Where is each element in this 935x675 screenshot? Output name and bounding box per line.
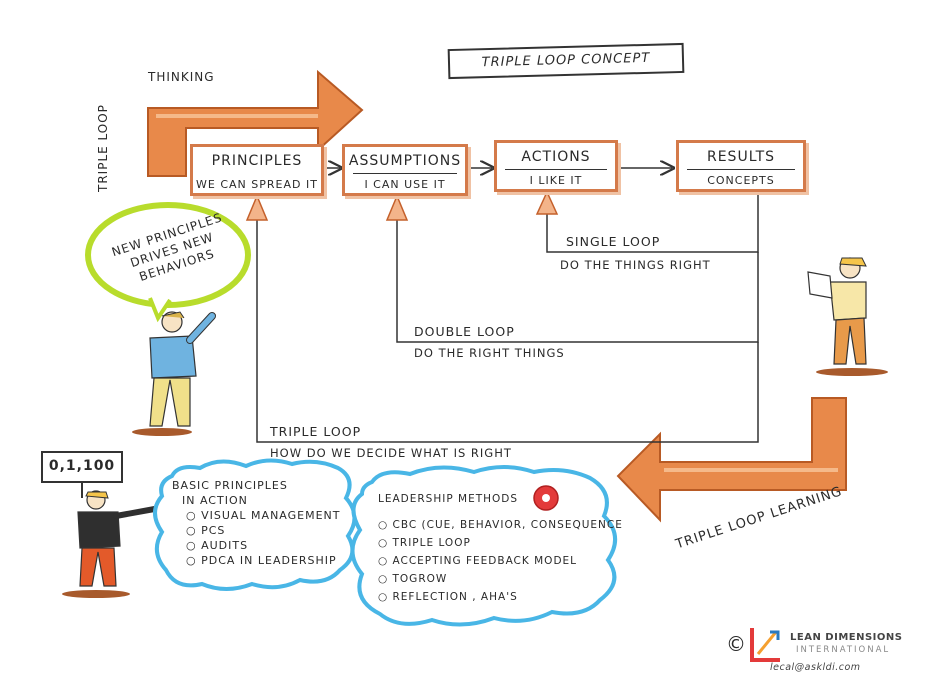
results-subtitle: CONCEPTS — [707, 174, 775, 187]
assumptions-subtitle: I CAN USE IT — [364, 178, 446, 191]
basic-principles-item: PDCA IN LEADERSHIP — [201, 554, 337, 567]
double-loop-subtitle: DO THE RIGHT THINGS — [414, 346, 565, 360]
actions-box: ACTIONS I LIKE IT — [494, 140, 618, 192]
thinking-label: THINKING — [148, 70, 215, 84]
basic-principles-heading: BASIC PRINCIPLES — [172, 479, 288, 492]
triple-loop-learning-arrow — [616, 397, 847, 523]
sign-text: 0,1,100 — [48, 458, 116, 474]
leadership-method-item: TRIPLE LOOP — [392, 537, 471, 549]
company-email: lecal@askldi.com — [770, 662, 861, 673]
leadership-method-item: ACCEPTING FEEDBACK MODEL — [392, 555, 578, 567]
triple-loop-subtitle: HOW DO WE DECIDE WHAT IS RIGHT — [270, 446, 512, 460]
triple-loop-side-label: TRIPLE LOOP — [96, 104, 110, 192]
basic-principles-cloud — [153, 458, 357, 591]
gear-icon — [533, 485, 559, 511]
single-loop-title: SINGLE LOOP — [566, 234, 661, 249]
double-loop-title: DOUBLE LOOP — [414, 324, 515, 339]
basic-principles-heading: IN ACTION — [182, 494, 248, 507]
leadership-method-item: REFLECTION , AHA'S — [392, 591, 518, 603]
triangle-marker — [245, 194, 269, 221]
assumptions-box: ASSUMPTIONS I CAN USE IT — [342, 144, 468, 196]
leadership-methods-heading: LEADERSHIP METHODS — [378, 493, 519, 505]
principles-box: PRINCIPLES WE CAN SPREAD IT — [190, 144, 324, 196]
person-pointing-figure — [132, 311, 216, 436]
triangle-marker — [535, 190, 559, 215]
basic-principles-item: PCS — [201, 524, 226, 537]
company-subname: INTERNATIONAL — [796, 645, 891, 655]
results-title: RESULTS — [706, 149, 776, 165]
single-loop-subtitle: DO THE THINGS RIGHT — [560, 258, 711, 272]
principles-title: PRINCIPLES — [211, 153, 303, 169]
basic-principles-content: BASIC PRINCIPLES IN ACTION ○ VISUAL MANA… — [172, 479, 341, 567]
loop-lines — [256, 192, 759, 443]
results-box: RESULTS CONCEPTS — [676, 140, 806, 192]
assumptions-title: ASSUMPTIONS — [348, 153, 462, 169]
leadership-method-item: CBC (CUE, BEHAVIOR, CONSEQUENCE — [392, 519, 623, 531]
person-with-sign-figure — [41, 451, 163, 598]
basic-principles-item: AUDITS — [201, 539, 249, 552]
basic-principles-item: VISUAL MANAGEMENT — [201, 509, 341, 522]
leadership-method-item: TOGROW — [392, 573, 448, 585]
copyright-symbol: © — [726, 632, 746, 656]
diagram-title: TRIPLE LOOP CONCEPT — [481, 50, 651, 71]
company-name: LEAN DIMENSIONS — [790, 632, 903, 643]
actions-title: ACTIONS — [521, 149, 591, 165]
diagram-title-box: TRIPLE LOOP CONCEPT — [447, 42, 685, 80]
company-logo-icon — [750, 628, 780, 662]
triple-loop-title: TRIPLE LOOP — [270, 424, 362, 439]
triple-loop-thinking-arrow — [147, 69, 364, 177]
principles-subtitle: WE CAN SPREAD IT — [196, 178, 318, 191]
actions-subtitle: I LIKE IT — [529, 174, 583, 187]
leadership-methods-content: LEADERSHIP METHODS ○ CBC (CUE, BEHAVIOR,… — [378, 490, 623, 606]
person-reading-figure — [807, 257, 888, 376]
triangle-marker — [385, 194, 409, 221]
